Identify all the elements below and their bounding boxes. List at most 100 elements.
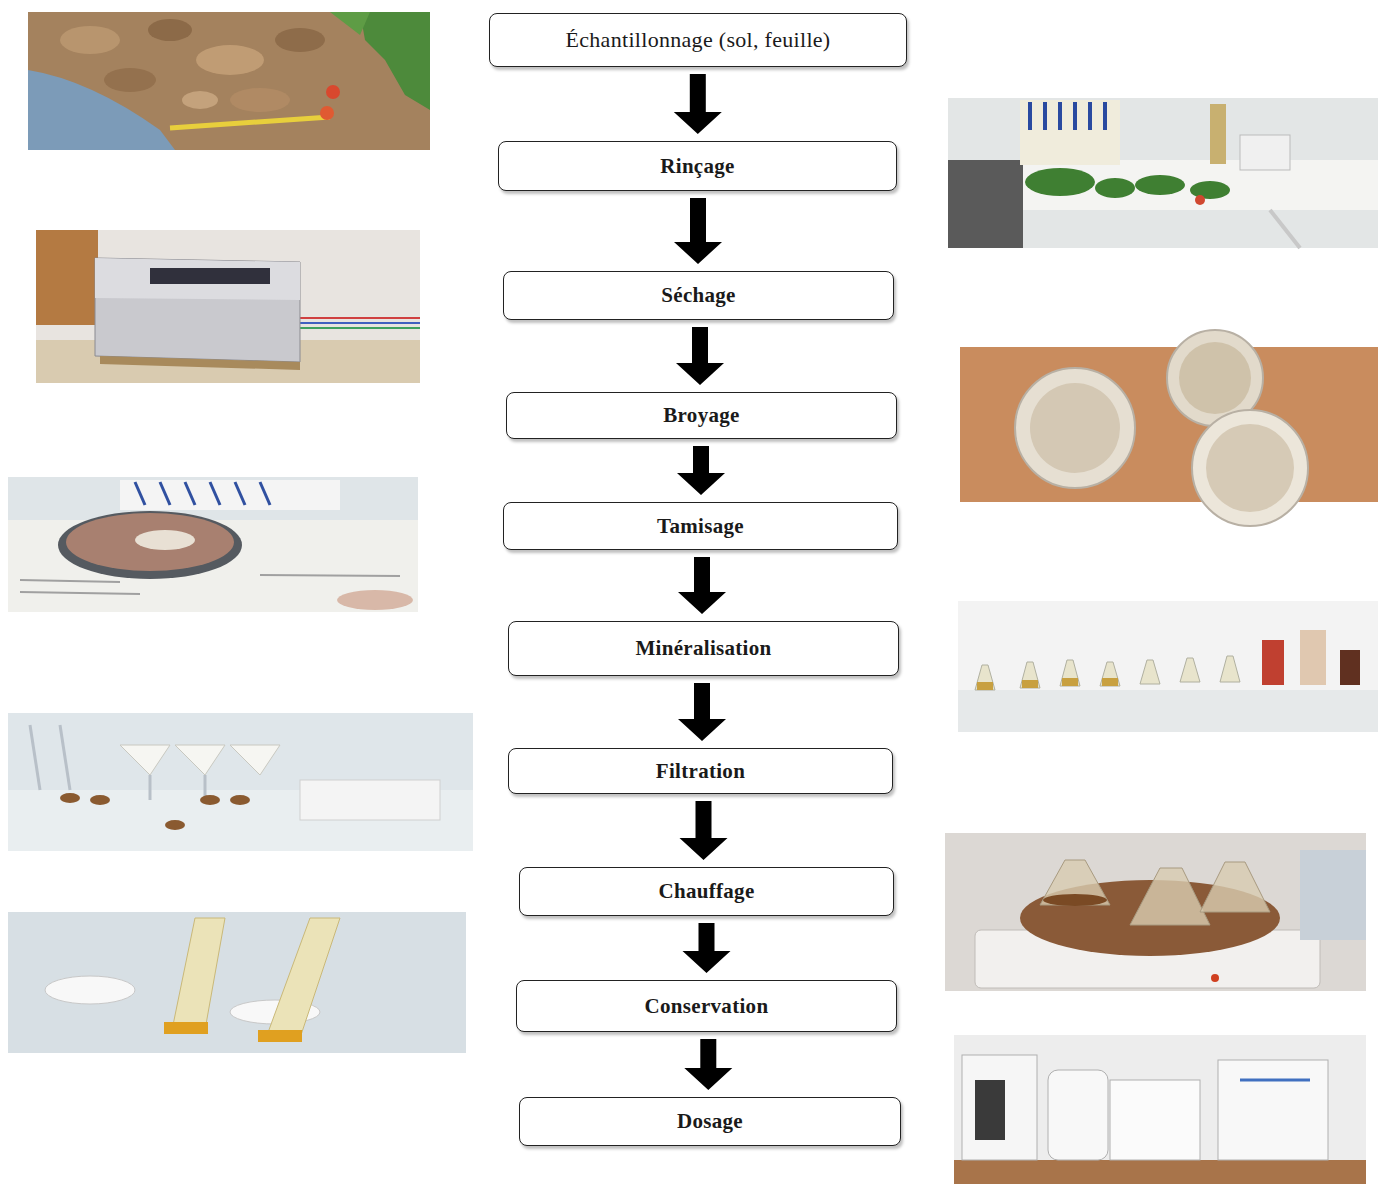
instruments-photo-part bbox=[962, 1055, 1037, 1160]
petri-photo bbox=[960, 330, 1378, 526]
tubes-photo-part bbox=[164, 1022, 208, 1034]
photo-part-part bbox=[185, 482, 195, 505]
sieve-photo-part bbox=[260, 575, 400, 576]
soil-photo-part bbox=[360, 12, 430, 110]
photo-part-part bbox=[160, 482, 170, 505]
photo-part-part bbox=[210, 482, 220, 505]
soil-photo-part bbox=[326, 85, 340, 99]
step-label: Séchage bbox=[661, 283, 735, 308]
photo-part-part bbox=[1190, 181, 1230, 199]
photo-part-part bbox=[1100, 662, 1120, 686]
photo-part-part bbox=[1028, 102, 1032, 130]
tubes-photo bbox=[8, 912, 466, 1053]
photo-part-part bbox=[1073, 102, 1077, 130]
oven-photo-part bbox=[100, 356, 300, 370]
tubes-photo-part bbox=[266, 918, 340, 1038]
photo-part-part bbox=[90, 795, 110, 805]
flow-arrow bbox=[678, 683, 726, 741]
oven-photo-part bbox=[36, 230, 420, 383]
process-box: Broyage bbox=[506, 392, 897, 439]
process-box: Tamisage bbox=[503, 502, 898, 550]
leaves-photo-part bbox=[1210, 104, 1226, 164]
flow-arrow bbox=[676, 327, 724, 385]
photo-part bbox=[60, 793, 250, 830]
leaves-photo-part bbox=[948, 98, 1378, 248]
leaves-photo-part bbox=[1195, 195, 1205, 205]
filtration-photo bbox=[8, 713, 473, 851]
photo-part-part bbox=[1025, 168, 1095, 196]
flow-arrow bbox=[683, 923, 731, 973]
sieve-photo-part bbox=[8, 477, 418, 612]
filtration-photo-part bbox=[300, 780, 440, 820]
sieve-photo-part bbox=[66, 513, 234, 571]
flasks-photo-part bbox=[958, 601, 1378, 732]
petri-photo-part bbox=[1179, 342, 1251, 414]
photo-part-part bbox=[260, 482, 270, 505]
sieve-photo bbox=[8, 477, 418, 612]
process-box: Chauffage bbox=[519, 867, 894, 916]
leaves-photo-part bbox=[1270, 210, 1300, 248]
photo-part bbox=[135, 482, 270, 505]
oven-photo-part bbox=[36, 230, 98, 325]
tubes-photo-part bbox=[258, 1030, 302, 1042]
soil-photo-part bbox=[28, 12, 430, 150]
process-box: Conservation bbox=[516, 980, 897, 1032]
flow-arrow bbox=[678, 557, 726, 614]
photo-part-part bbox=[1135, 175, 1185, 195]
step-label: Minéralisation bbox=[635, 636, 771, 661]
flasks-photo-part bbox=[1340, 650, 1360, 685]
flow-arrow bbox=[674, 74, 722, 134]
soil-photo-part bbox=[330, 12, 370, 35]
photo-part-part bbox=[1058, 102, 1062, 130]
flow-arrow bbox=[674, 198, 722, 264]
photo-part-part bbox=[120, 745, 170, 775]
step-label: Conservation bbox=[645, 994, 769, 1019]
photo-part-part bbox=[1062, 678, 1078, 686]
process-box: Dosage bbox=[519, 1097, 901, 1146]
soil-photo-part bbox=[275, 28, 325, 52]
hotplate-photo-part bbox=[1043, 894, 1107, 906]
instruments-photo bbox=[954, 1035, 1366, 1184]
sieve-photo-part bbox=[120, 480, 340, 510]
flow-arrow bbox=[677, 446, 725, 495]
process-box: Séchage bbox=[503, 271, 894, 320]
hotplate-photo-part bbox=[1300, 850, 1366, 940]
sieve-photo-part bbox=[337, 590, 413, 610]
photo-part-part bbox=[977, 682, 993, 690]
hotplate-photo bbox=[945, 833, 1366, 991]
photo-part bbox=[120, 745, 280, 775]
photo-part bbox=[30, 725, 205, 800]
sieve-photo-part bbox=[20, 592, 140, 594]
photo-part-part bbox=[1022, 680, 1038, 688]
sieve-photo-part bbox=[135, 530, 195, 550]
instruments-photo-part bbox=[1218, 1060, 1328, 1160]
photo-part-part bbox=[1043, 102, 1047, 130]
photo-part-part bbox=[1102, 678, 1118, 686]
photo-part-part bbox=[135, 482, 145, 505]
photo-part-part bbox=[165, 820, 185, 830]
process-box: Minéralisation bbox=[508, 621, 899, 676]
photo-part-part bbox=[30, 725, 40, 790]
oven-photo-part bbox=[300, 317, 420, 319]
leaves-photo-part bbox=[1020, 100, 1120, 165]
photo-part-part bbox=[60, 793, 80, 803]
process-box: Filtration bbox=[508, 748, 893, 794]
soil-photo-part bbox=[104, 68, 156, 92]
step-label: Filtration bbox=[656, 759, 745, 784]
instruments-photo-part bbox=[975, 1080, 1005, 1140]
tubes-photo-part bbox=[8, 912, 466, 1053]
soil-photo-part bbox=[60, 26, 120, 54]
photo-part-part bbox=[1088, 102, 1092, 130]
hotplate-photo-part bbox=[945, 833, 1366, 991]
filtration-photo-part bbox=[8, 713, 473, 851]
oven-photo bbox=[36, 230, 420, 383]
petri-photo-part bbox=[1206, 424, 1294, 512]
flasks-photo-part bbox=[958, 690, 1378, 732]
process-box: Rinçage bbox=[498, 141, 897, 191]
photo-part-part bbox=[1200, 862, 1270, 912]
soil-photo-part bbox=[148, 19, 192, 41]
photo-part-part bbox=[1060, 660, 1080, 686]
flasks-photo-part bbox=[1300, 630, 1326, 685]
flasks-photo bbox=[958, 601, 1378, 732]
